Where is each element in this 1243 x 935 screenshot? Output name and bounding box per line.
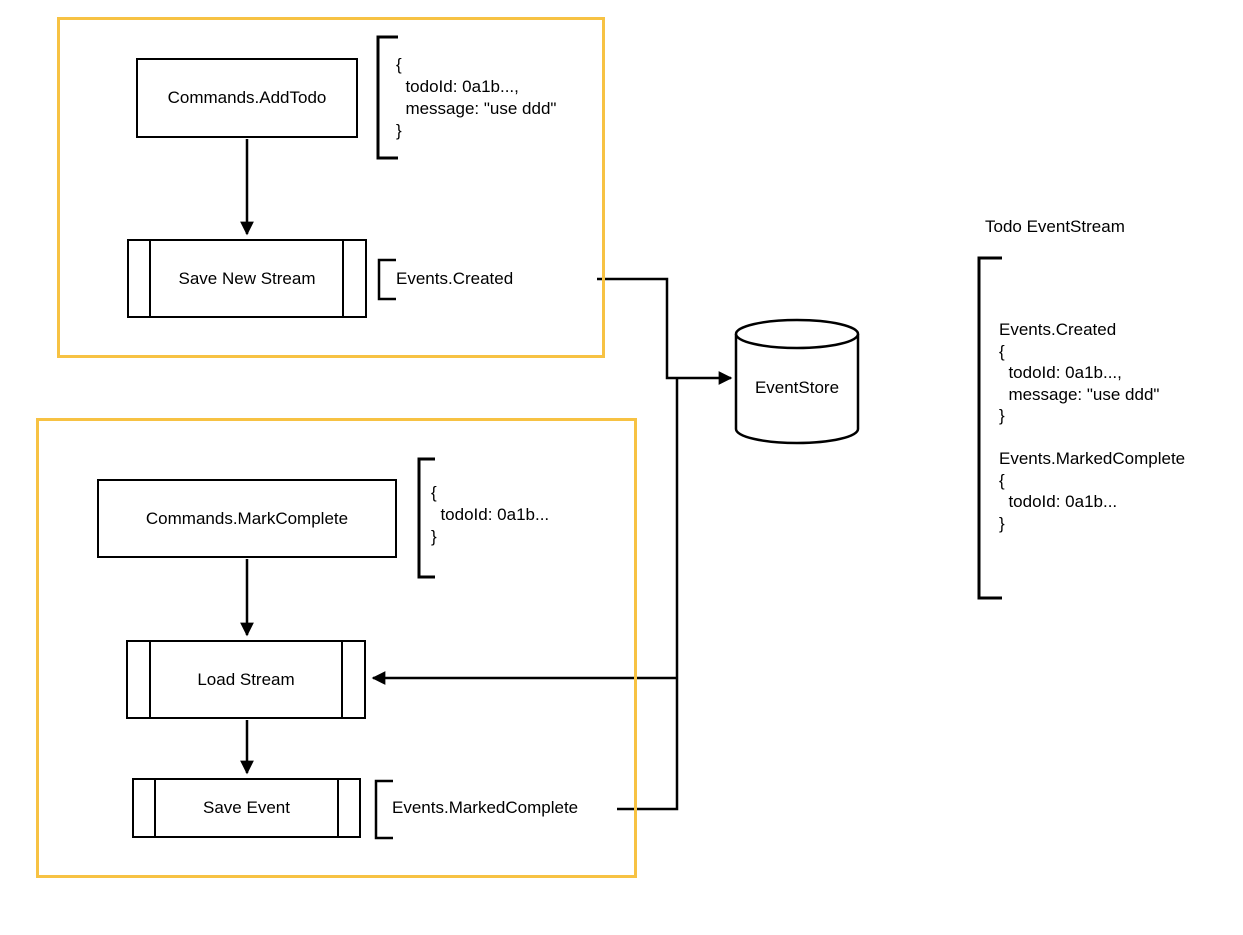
eventstream-contents: Events.Created { todoId: 0a1b..., messag… [999,319,1185,534]
payload-line: { [396,55,402,74]
commands-markcomplete-label: Commands.MarkComplete [145,508,349,528]
stream-line: { [999,470,1005,490]
payload-line: message: "use ddd" [396,99,557,118]
mark-complete-group-frame [36,418,637,878]
markcomplete-payload: { todoId: 0a1b... } [431,482,549,548]
process-side-bar [149,241,151,316]
commands-addtodo-label: Commands.AddTodo [167,88,327,107]
stream-line: message: "use ddd" [999,384,1160,404]
payload-line: } [396,121,402,140]
process-side-bar [149,642,151,717]
stream-line: todoId: 0a1b... [999,492,1118,511]
save-new-stream-label: Save New Stream [178,268,316,288]
process-side-bar [337,780,339,836]
events-created-label: Events.Created [396,269,514,288]
stream-line: Events.MarkedComplete [999,449,1186,468]
process-side-bar [341,642,343,717]
commands-markcomplete-box: Commands.MarkComplete [97,479,397,558]
payload-line: } [431,527,437,546]
process-side-bar [342,241,344,316]
connector-created-to-eventstore [597,277,733,385]
load-stream-box: Load Stream [126,640,366,719]
eventstore-cylinder-top [734,318,860,350]
payload-line: todoId: 0a1b... [431,505,550,524]
stream-line: } [999,513,1005,533]
events-markedcomplete-label: Events.MarkedComplete [392,798,579,817]
commands-addtodo-box: Commands.AddTodo [136,58,358,138]
eventstore-label: EventStore [754,378,840,397]
payload-line: todoId: 0a1b..., [396,77,519,96]
add-todo-group-frame [57,17,605,358]
stream-line: Events.Created [999,320,1117,339]
stream-line: { [999,341,1005,361]
save-new-stream-box: Save New Stream [127,239,367,318]
eventstream-title: Todo EventStream [985,217,1125,236]
process-side-bar [154,780,156,836]
stream-line: todoId: 0a1b..., [999,363,1122,382]
addtodo-payload: { todoId: 0a1b..., message: "use ddd" } [396,54,556,142]
stream-line [999,427,1185,449]
stream-line: } [999,406,1005,425]
payload-line: { [431,483,437,502]
load-stream-label: Load Stream [197,669,295,689]
save-event-label: Save Event [203,798,290,817]
save-event-box: Save Event [132,778,361,838]
